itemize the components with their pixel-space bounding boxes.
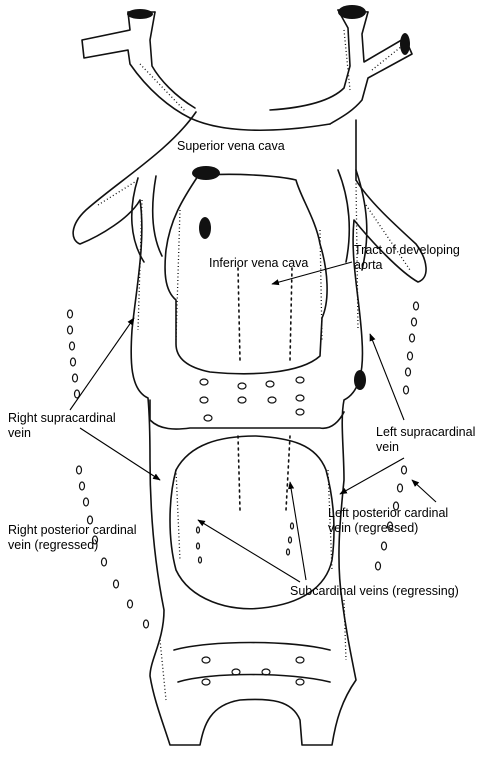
label-right-supracardinal-vein: Right supracardinal vein (8, 411, 116, 441)
upper-left-vein-branch (81, 11, 191, 119)
label-left-posterior-line2: vein (regressed) (328, 521, 419, 535)
upper-right-vein-branch (269, 9, 351, 111)
arrow-left-supracardinal-lower (339, 457, 405, 495)
label-right-posterior-cardinal-vein: Right posterior cardinal vein (regressed… (8, 523, 137, 553)
superior-vena-cava-outline (72, 111, 427, 746)
arrow-left-supracardinal-upper (369, 333, 405, 421)
arrow-tract-aorta (271, 261, 353, 286)
label-left-supracardinal-line1: Left supracardinal (376, 425, 476, 439)
label-right-posterior-line2: vein (regressed) (8, 538, 99, 552)
label-left-supracardinal-line2: vein (376, 440, 399, 454)
label-subcardinal-veins: Subcardinal veins (regressing) (290, 584, 459, 598)
label-tract-line2: aorta (354, 258, 383, 272)
arrow-right-supracardinal-lower (79, 427, 161, 481)
label-tract-developing-aorta: Tract of developing aorta (354, 243, 460, 273)
label-left-posterior-cardinal-vein: Left posterior cardinal vein (regressed) (328, 506, 448, 536)
label-right-supracardinal-line2: vein (8, 426, 31, 440)
arrow-subcardinal-right (288, 481, 307, 581)
label-left-posterior-line1: Left posterior cardinal (328, 506, 449, 520)
label-right-posterior-line1: Right posterior cardinal (8, 523, 137, 537)
label-tract-line1: Tract of developing (354, 243, 460, 257)
arrow-left-posterior-cardinal (411, 479, 437, 503)
label-inferior-vena-cava: Inferior vena cava (209, 256, 309, 270)
arrow-right-supracardinal-upper (69, 317, 135, 411)
arrow-subcardinal-left (197, 519, 301, 583)
label-right-supracardinal-line1: Right supracardinal (8, 411, 116, 425)
label-superior-vena-cava: Superior vena cava (177, 139, 285, 153)
label-left-supracardinal-vein: Left supracardinal vein (376, 425, 475, 455)
